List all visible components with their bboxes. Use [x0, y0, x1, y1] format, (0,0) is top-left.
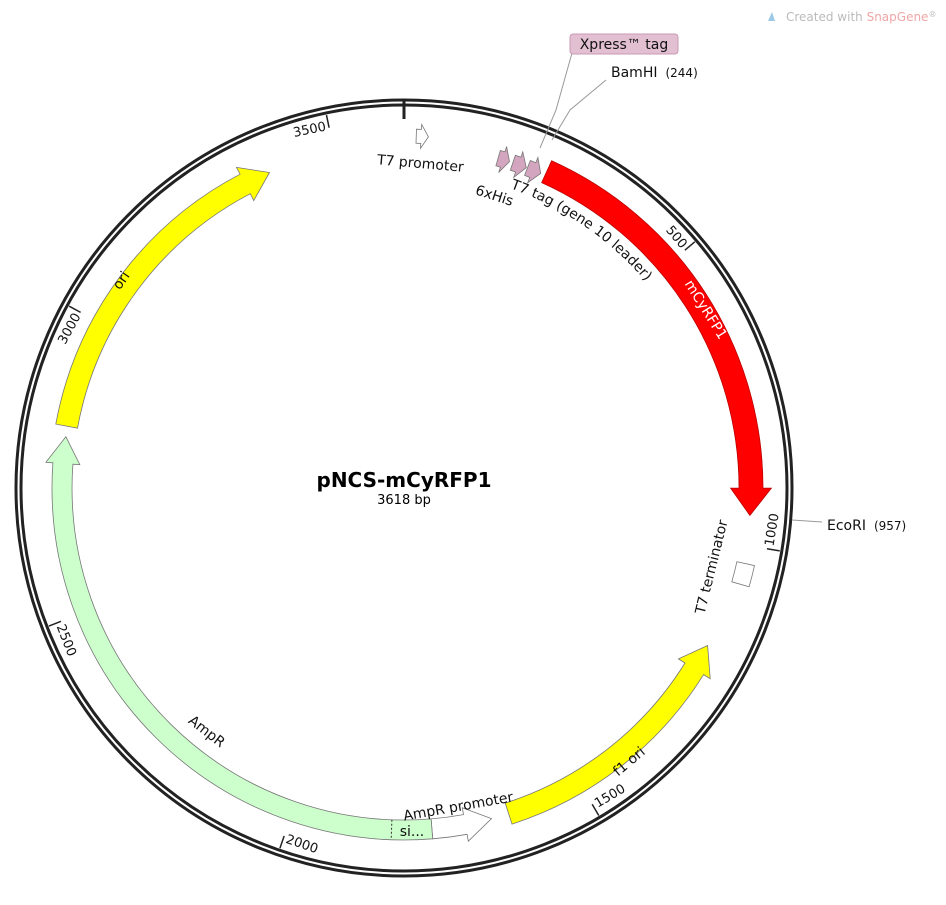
tick-mark — [48, 620, 62, 627]
feature-t7-tag-gene-10-leader[interactable] — [524, 156, 542, 184]
plasmid-length: 3618 bp — [377, 493, 431, 508]
label-signal-sequence[interactable]: si... — [400, 824, 425, 840]
site-ecori-position: (957) — [874, 519, 906, 533]
xpress-tag-label[interactable]: Xpress™ tag — [580, 37, 669, 53]
feature-ori[interactable] — [55, 166, 271, 429]
tick-mark — [279, 835, 285, 849]
tick-label: 1000 — [762, 512, 782, 547]
snapgene-logo-icon — [768, 12, 775, 21]
label-t7-promoter[interactable]: T7 promoter — [375, 152, 464, 176]
site-bamhi[interactable]: BamHI (244) — [611, 65, 698, 81]
feature-mcyrfp1[interactable] — [541, 160, 773, 517]
tick-mark — [325, 114, 330, 128]
bamhi-leader-line — [551, 79, 607, 141]
feature-f1-ori[interactable] — [504, 644, 711, 825]
site-ecori-name: EcoRI — [827, 518, 866, 534]
feature-t7-promoter[interactable] — [415, 123, 429, 150]
snapgene-watermark: Created with SnapGene® — [768, 10, 936, 24]
tick-mark — [591, 803, 600, 816]
plasmid-name: pNCS-mCyRFP1 — [317, 468, 492, 492]
ecori-leader-line — [791, 519, 823, 523]
xpress-tag-label-box[interactable] — [569, 33, 679, 55]
feature-t7-terminator[interactable] — [731, 561, 755, 588]
site-bamhi-name: BamHI — [611, 65, 657, 81]
signal-sequence-divider — [390, 819, 393, 840]
label-t7-terminator[interactable]: T7 terminator — [692, 518, 731, 617]
svg-text:Created with SnapGene®: Created with SnapGene® — [786, 10, 936, 24]
feature-xpress-tag[interactable] — [509, 150, 527, 179]
xpress-leader-line — [539, 52, 573, 149]
tick-label: 3000 — [56, 311, 85, 347]
watermark-reg: ® — [928, 10, 936, 19]
backbone — [14, 98, 794, 878]
tick-label: 3500 — [292, 119, 327, 140]
feature-6xhis[interactable] — [495, 146, 510, 173]
watermark-brand: SnapGene — [867, 10, 929, 24]
tick-mark — [766, 548, 780, 552]
tick-mark — [68, 305, 81, 314]
feature-ampr-promoter[interactable] — [430, 807, 493, 843]
site-bamhi-position: (244) — [665, 66, 697, 80]
site-ecori[interactable]: EcoRI (957) — [827, 518, 906, 534]
watermark-text: Created with — [786, 10, 867, 24]
tick-label: 2500 — [53, 622, 79, 658]
label-6xhis[interactable]: 6xHis — [473, 183, 515, 210]
tick-mark — [684, 241, 696, 251]
feature-ampr[interactable] — [45, 436, 434, 841]
